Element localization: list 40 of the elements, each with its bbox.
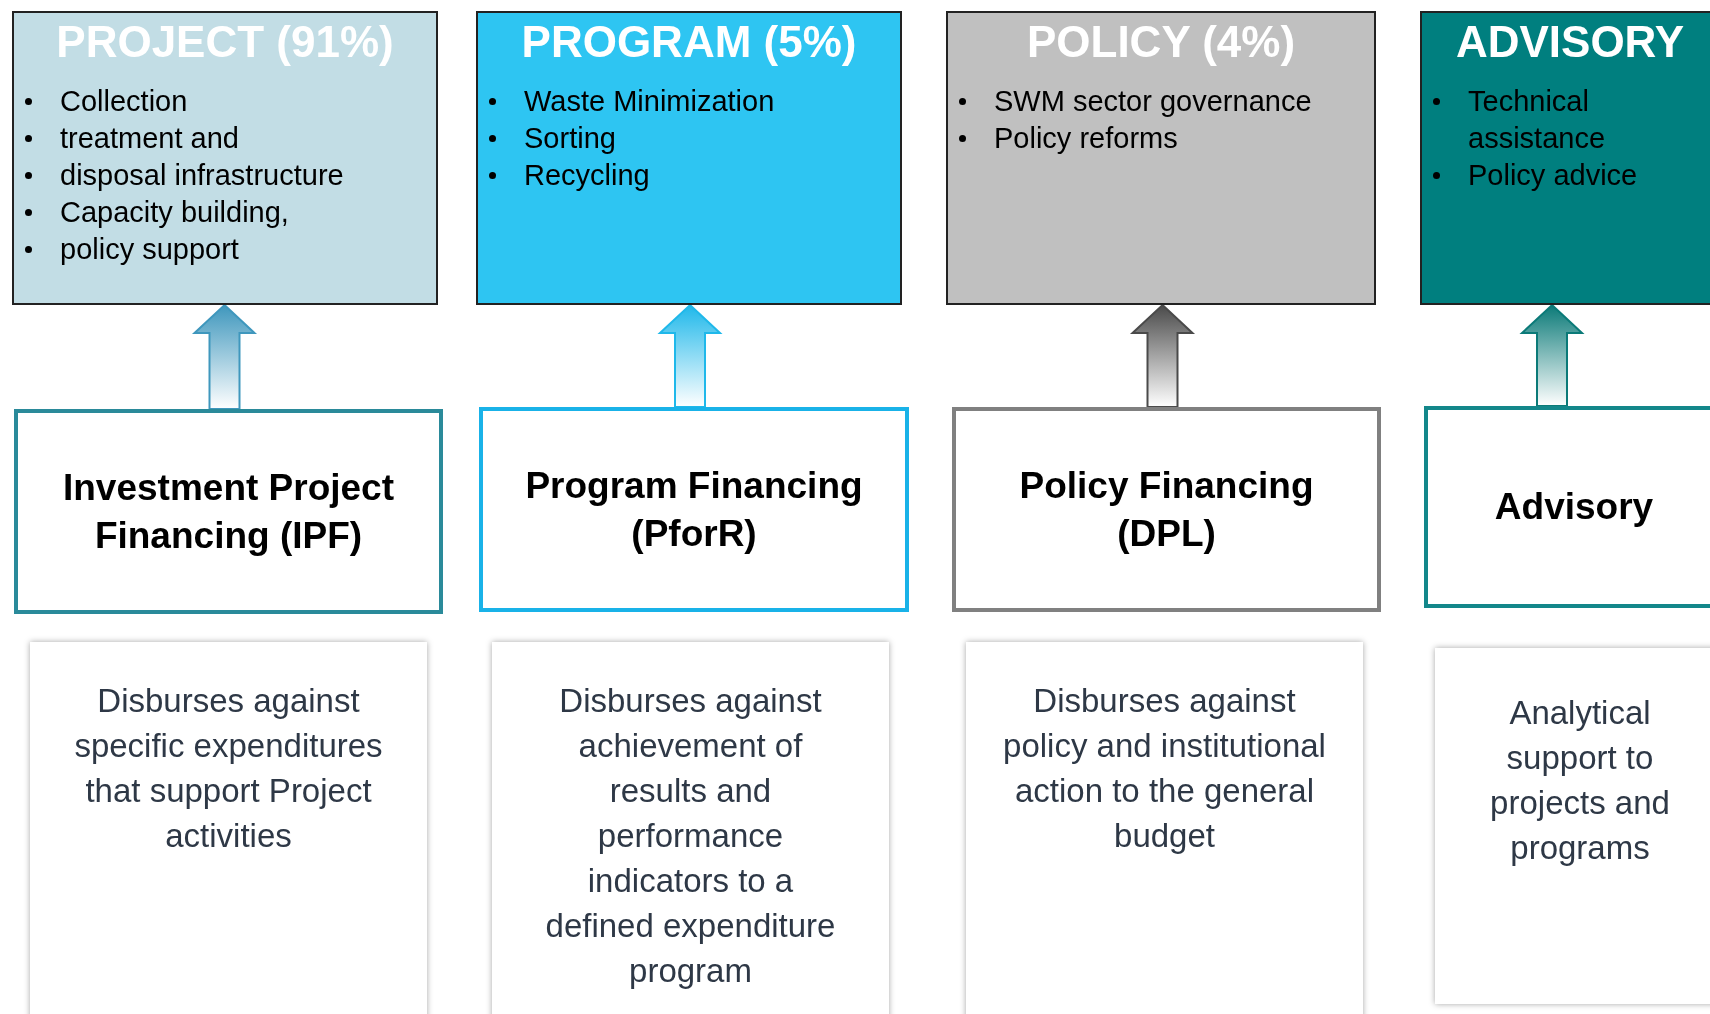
financing-title: Program Financing (PforR) (524, 463, 864, 556)
category-heading: PROGRAM (5%) (520, 17, 858, 67)
category-box (946, 11, 1376, 305)
category-box (476, 11, 902, 305)
description-card (30, 642, 427, 1014)
bullet-item: treatment and (60, 121, 239, 156)
bullet-item: policy support (60, 232, 239, 267)
bullet-item: Policy advice (1468, 158, 1638, 193)
category-heading: ADVISORY (1454, 17, 1686, 67)
financing-title: Advisory (1493, 485, 1655, 529)
financing-title: Investment Project Financing (IPF) (61, 465, 396, 558)
description-card (1435, 648, 1710, 1004)
description-text: Disburses against specific expenditures that support Project activities (73, 681, 384, 856)
bullet-item: Technical assistance (1468, 84, 1606, 156)
description-text: Analytical support to projects and programs (1489, 693, 1671, 868)
category-box (12, 11, 438, 305)
bullet-item: SWM sector governance (994, 84, 1312, 119)
bullet-item: Recycling (524, 158, 650, 193)
bullet-item: disposal infrastructure (60, 158, 344, 193)
financing-box (1424, 406, 1710, 608)
bullet-item: Sorting (524, 121, 616, 156)
financing-box (14, 409, 443, 614)
financing-box (479, 407, 909, 612)
bullet-item: Policy reforms (994, 121, 1178, 156)
block-arrow (191, 303, 258, 410)
description-card (966, 642, 1363, 1014)
bullet-item: Collection (60, 84, 188, 119)
description-text: Disburses against achievement of results and performance indicators to a defined expenditure program (544, 681, 837, 991)
block-arrow (657, 303, 723, 408)
description-text: Disburses against policy and institutional action to the general budget (1002, 681, 1327, 856)
block-arrow (1129, 303, 1196, 408)
financing-title: Policy Financing (DPL) (1018, 463, 1315, 556)
block-arrow (1519, 303, 1585, 407)
category-heading: POLICY (4%) (1025, 17, 1297, 67)
financing-box (952, 407, 1381, 612)
description-card (492, 642, 889, 1014)
category-box (1420, 11, 1710, 305)
bullet-item: Capacity building, (60, 195, 289, 230)
bullet-item: Waste Minimization (524, 84, 775, 119)
category-heading: PROJECT (91%) (55, 17, 395, 67)
